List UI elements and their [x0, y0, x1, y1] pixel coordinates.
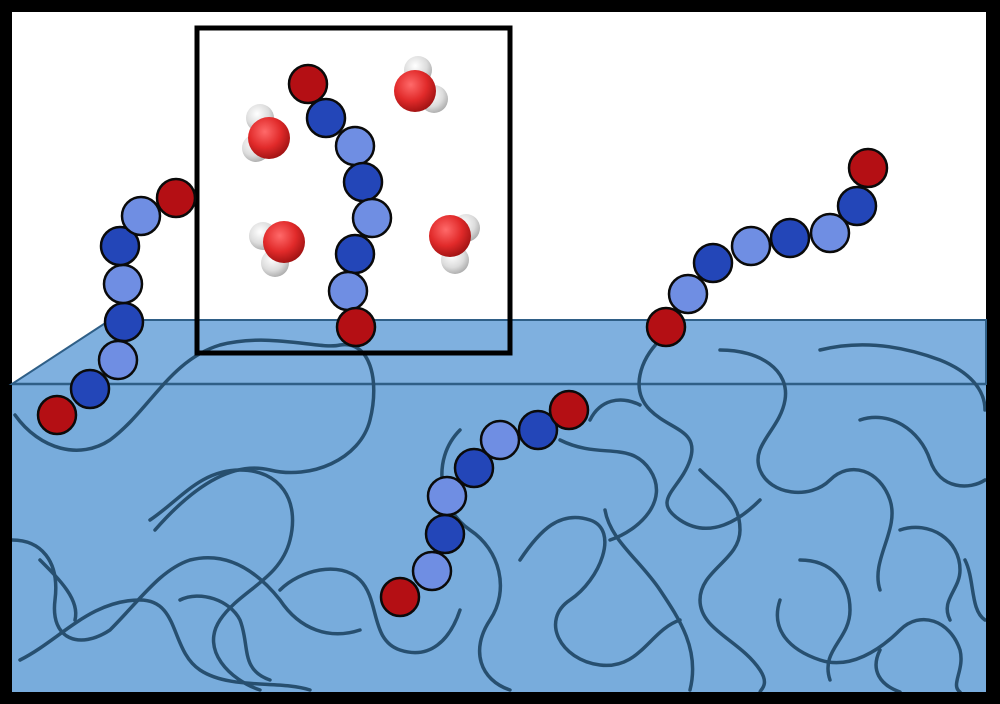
- dark-bead: [99, 225, 141, 267]
- network-strand: [637, 338, 762, 530]
- water-molecule: [242, 104, 290, 162]
- light-bead: [426, 475, 468, 517]
- light-bead: [479, 419, 521, 461]
- light-bead: [667, 273, 709, 315]
- chain-end-bead: [645, 306, 687, 348]
- dark-bead: [305, 97, 347, 139]
- network-strand: [12, 538, 362, 642]
- dark-bead: [342, 161, 384, 203]
- dark-bead: [769, 217, 811, 259]
- network-strand: [818, 343, 986, 412]
- network-strand: [718, 348, 894, 592]
- network-strand: [558, 438, 659, 542]
- light-bead: [334, 125, 376, 167]
- network-strand: [698, 468, 767, 692]
- network-strand: [588, 398, 642, 422]
- oxygen-atom: [429, 215, 471, 257]
- oxygen-atom: [248, 117, 290, 159]
- dark-bead: [424, 513, 466, 555]
- polymer-chains: [36, 63, 889, 618]
- water-molecule: [429, 214, 480, 274]
- light-bead: [102, 263, 144, 305]
- chain-left-edge: [36, 177, 197, 436]
- network-strand: [798, 558, 852, 682]
- network-strand: [963, 558, 986, 622]
- oxygen-atom: [263, 221, 305, 263]
- chain-end-bead: [36, 394, 78, 436]
- water-molecule: [249, 221, 305, 277]
- dark-bead: [517, 409, 559, 451]
- network-strand: [13, 338, 376, 532]
- oxygen-atom: [394, 70, 436, 112]
- network-strand: [858, 415, 986, 488]
- dark-bead: [453, 447, 495, 489]
- dark-bead: [69, 368, 111, 410]
- chain-end-bead: [287, 63, 329, 105]
- dark-bead: [692, 242, 734, 284]
- water-molecule: [394, 56, 448, 113]
- network-strand: [178, 594, 272, 682]
- network-strand: [18, 598, 312, 692]
- dark-bead: [103, 301, 145, 343]
- dark-bead: [334, 233, 376, 275]
- light-bead: [411, 550, 453, 592]
- dark-bead: [836, 185, 878, 227]
- network-strand: [38, 558, 78, 622]
- chain-end-bead: [335, 306, 377, 348]
- chain-end-bead: [155, 177, 197, 219]
- light-bead: [327, 270, 369, 312]
- inset-box: [194, 25, 513, 356]
- network-strand: [775, 598, 963, 692]
- light-bead: [730, 225, 772, 267]
- network-strand: [518, 515, 682, 668]
- chain-inset-upright: [287, 63, 393, 348]
- network-strand: [603, 508, 695, 692]
- polymer-network: [12, 338, 986, 692]
- light-bead: [351, 197, 393, 239]
- network-strand: [898, 525, 962, 622]
- chain-right-surface: [645, 147, 889, 348]
- chain-embedded-middle: [379, 389, 590, 618]
- chain-end-bead: [847, 147, 889, 189]
- network-strand: [874, 648, 902, 692]
- water-molecules: [242, 56, 480, 277]
- light-bead: [809, 212, 851, 254]
- chain-end-bead: [548, 389, 590, 431]
- network-strand: [278, 567, 462, 655]
- light-bead: [97, 339, 139, 381]
- network-strand: [148, 468, 295, 692]
- light-bead: [120, 195, 162, 237]
- chain-end-bead: [379, 576, 421, 618]
